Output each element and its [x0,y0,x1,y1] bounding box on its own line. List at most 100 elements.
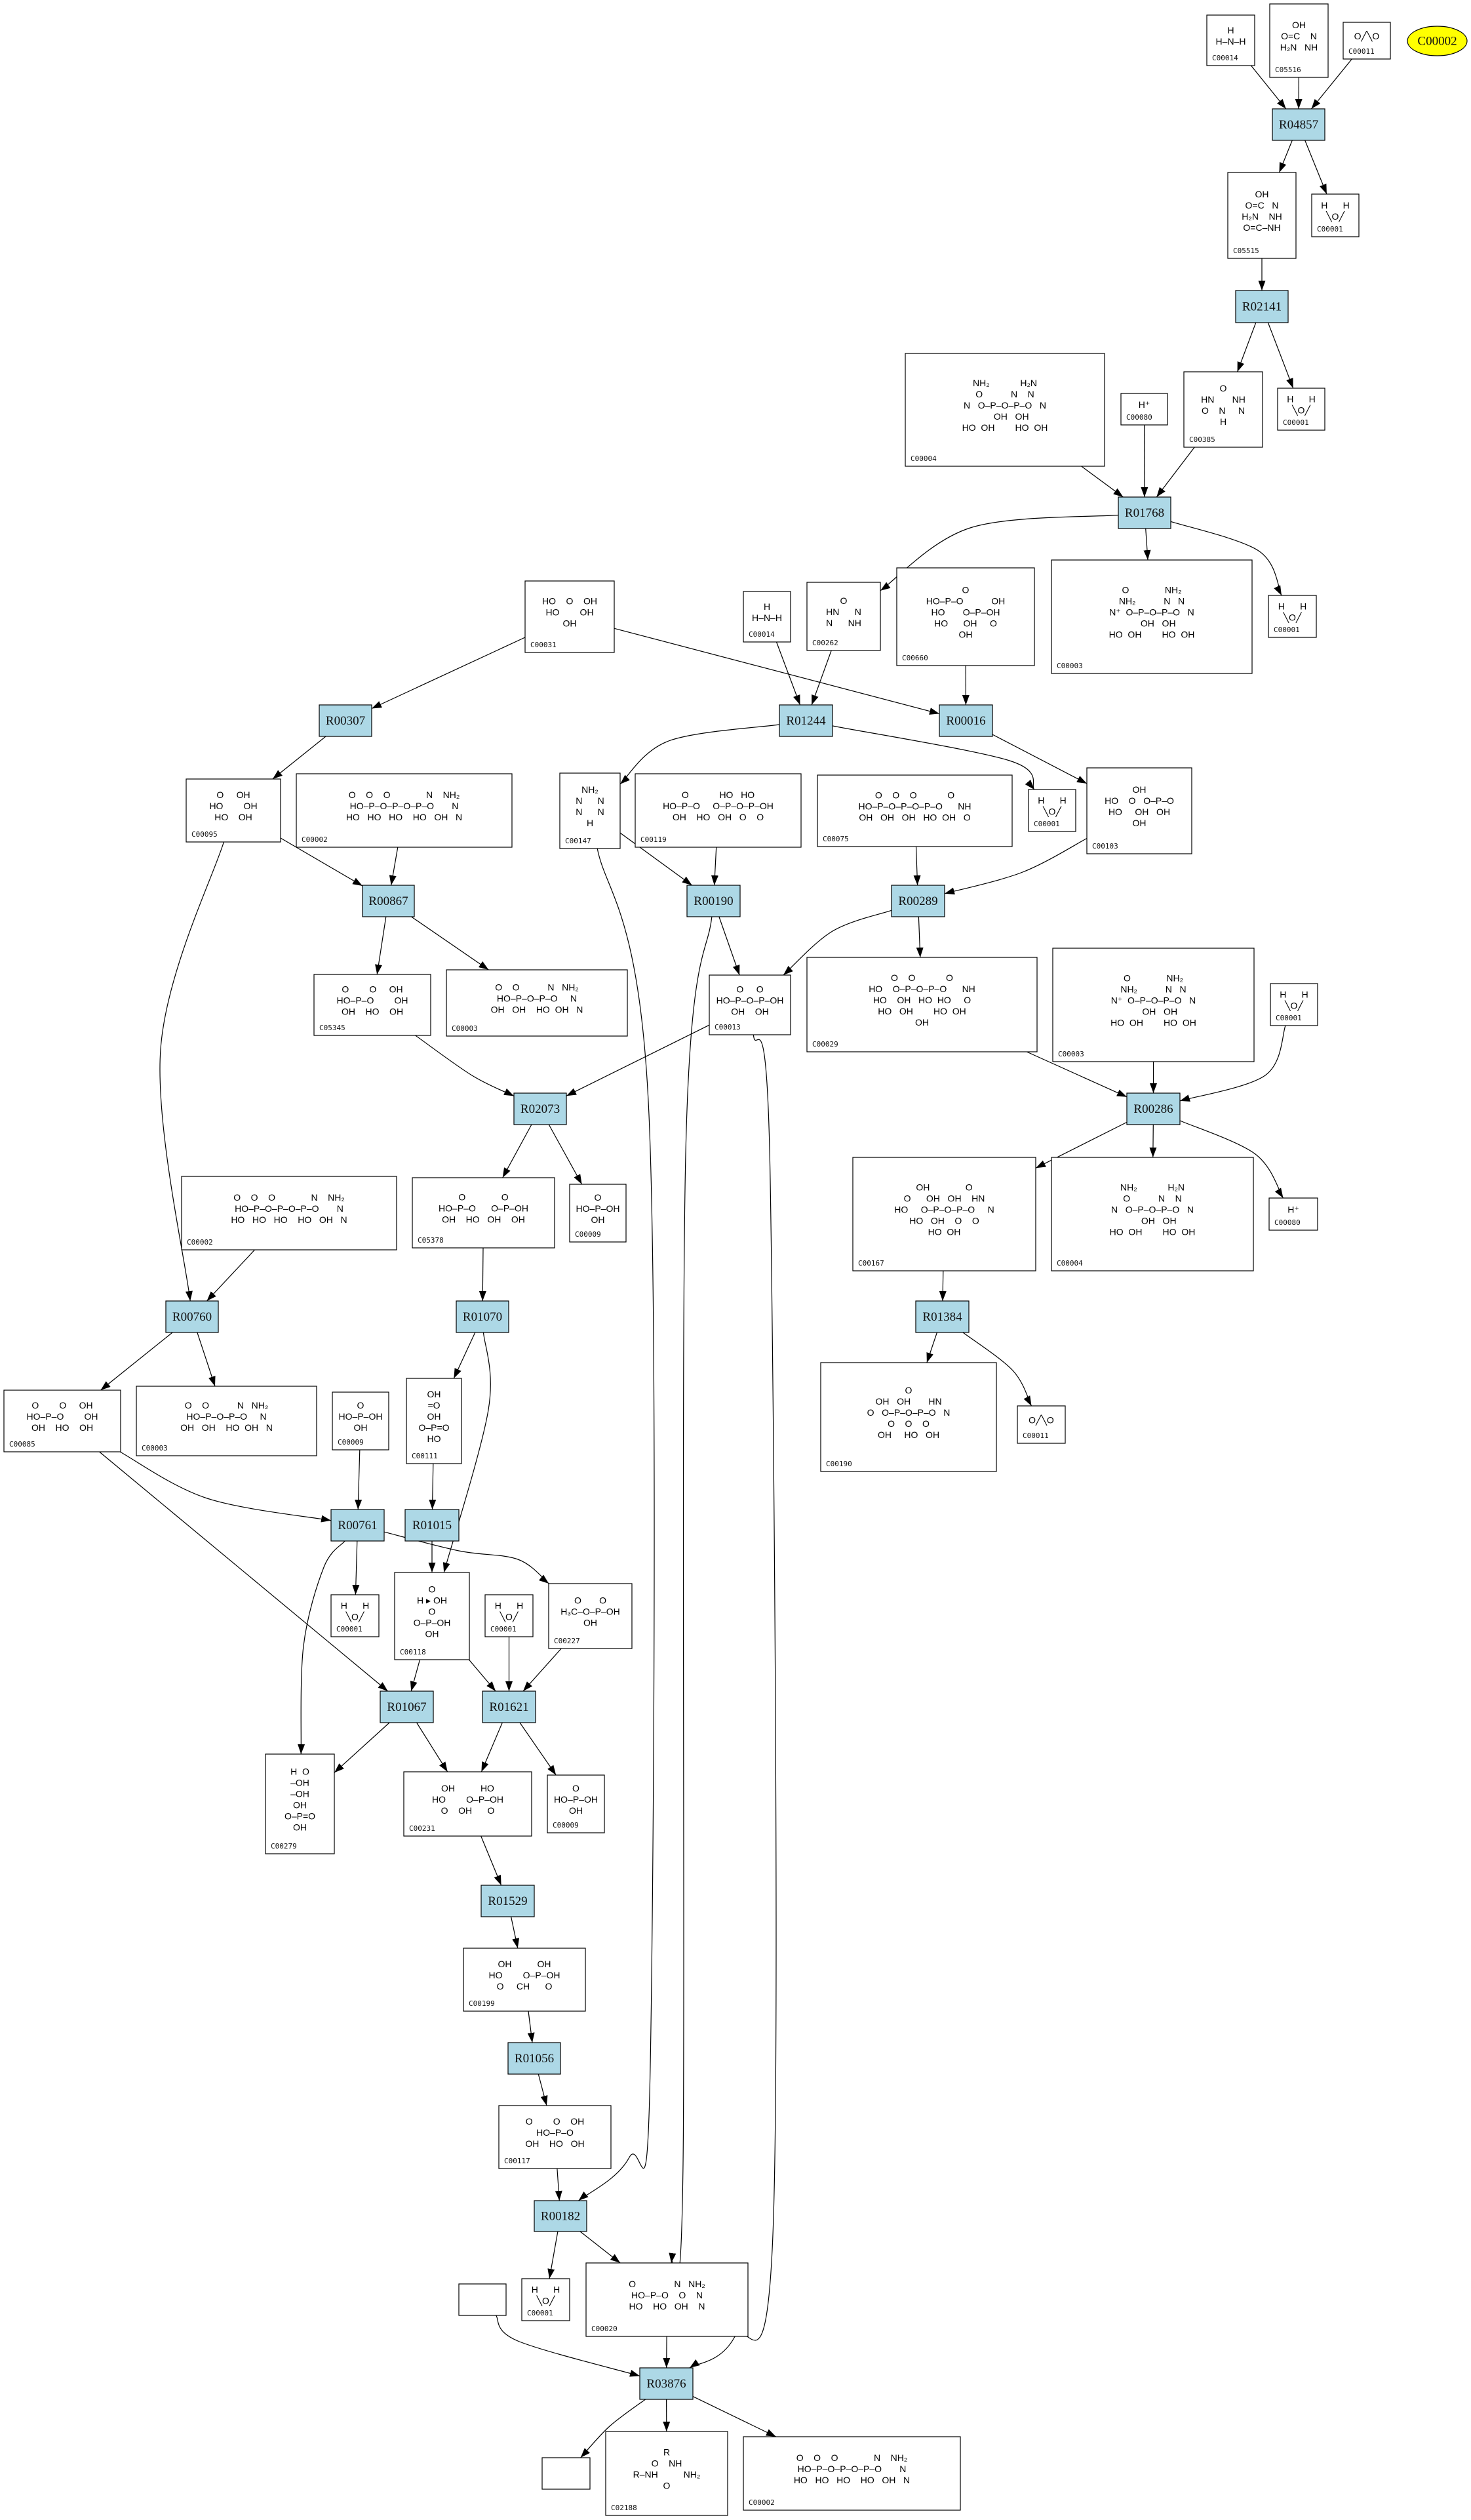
structure-atoms: –OH [290,1777,309,1788]
compound-id-label: C00001 [527,2309,553,2317]
compound-node[interactable]: H H╲O╱C00001 [1268,595,1317,638]
reaction-node[interactable]: R00289 [891,885,945,917]
reaction-node[interactable]: R02141 [1235,290,1289,323]
reaction-node[interactable]: R00286 [1126,1092,1181,1125]
compound-node[interactable] [458,2283,507,2316]
edge-arrow [718,916,740,976]
reaction-node[interactable]: R02073 [513,1092,567,1125]
reaction-node[interactable]: R01056 [507,2042,561,2075]
reaction-node[interactable]: R00190 [686,885,741,917]
highlighted-compound-node[interactable]: C00002 [1407,26,1468,56]
reaction-node[interactable]: R03876 [639,2367,694,2400]
reaction-node[interactable]: R01384 [915,1300,970,1333]
edge-arrow [1143,528,1151,561]
reaction-node[interactable]: R00760 [165,1300,219,1333]
compound-node[interactable]: H H╲O╱C00001 [1311,193,1360,237]
structure-atoms: OH OH HO OH N [491,1004,583,1014]
edge-arrow [468,1659,496,1692]
structure-atoms: O=C–NH [1243,222,1280,233]
reaction-node[interactable]: R01621 [482,1690,536,1723]
compound-box [296,773,513,848]
edge-arrow [555,2168,562,2201]
reaction-node[interactable]: R01067 [380,1690,434,1723]
compound-node[interactable] [541,2457,591,2490]
compound-id-label: C00001 [490,1625,517,1633]
reaction-node[interactable]: R01244 [779,704,833,737]
compound-id-label: C00014 [749,630,775,639]
reaction-node[interactable]: R01768 [1118,496,1171,529]
reaction-node[interactable]: R00016 [939,704,993,737]
compound-box [1269,3,1329,78]
reaction-node[interactable]: R01015 [404,1509,460,1542]
structure-atoms: O–P–OH [414,1617,451,1628]
edge-arrow [1035,1121,1128,1169]
reaction-node[interactable]: R04857 [1272,108,1325,141]
edge-arrow [481,1835,502,1886]
compound-node[interactable]: H H╲O╱C00001 [484,1594,534,1637]
edge-arrow [1278,140,1293,173]
compound-node[interactable]: H H╲O╱C00001 [521,2278,570,2321]
reaction-node[interactable]: R00307 [319,704,372,737]
compound-node[interactable]: H H╲O╱C00001 [1277,388,1325,431]
compound-node[interactable]: H H╲O╱C00001 [1028,789,1076,832]
reaction-node[interactable]: R01070 [456,1300,509,1333]
reaction-box [456,1300,509,1333]
reaction-node[interactable]: R00761 [330,1509,385,1542]
compound-node[interactable]: OOH OH HNO O–P–O–P–O NO O OOH HO OHC0019… [820,1362,997,1472]
compound-node[interactable]: H H╲O╱C00001 [330,1594,380,1637]
reaction-node[interactable]: R00867 [362,885,415,917]
compound-node[interactable]: H⁺C00080 [1268,1197,1318,1231]
compound-node[interactable]: H⁺C00080 [1120,393,1168,426]
structure-atoms: HO OH O [934,618,997,628]
structure-atoms: HO OH HO OH [1110,1017,1196,1028]
compound-box [820,1362,997,1472]
compound-box [3,1390,121,1452]
compound-node[interactable]: H H╲O╱C00001 [1270,983,1318,1026]
structure-drawing: OHN NN NH [826,595,861,628]
reaction-node[interactable]: R00182 [534,2200,587,2232]
reaction-node[interactable]: R01529 [481,1885,535,1917]
